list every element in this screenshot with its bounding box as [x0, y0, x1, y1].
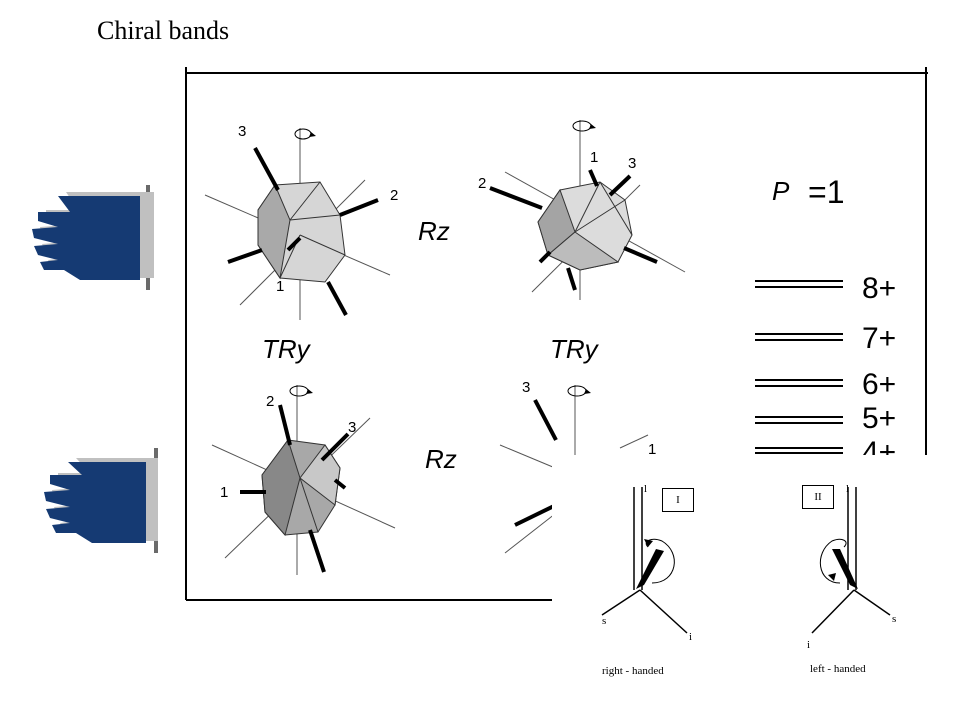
operator-rz-bottom: Rz: [425, 444, 457, 474]
axis-label-i-left: i: [689, 631, 693, 643]
level-label: 7+: [862, 322, 896, 355]
spin-arrow: [832, 549, 858, 589]
handedness-inset: I II l s i l i s right - handed left - h…: [552, 455, 960, 720]
axis-label-1: 1: [590, 149, 598, 166]
parity-value: =1: [808, 174, 844, 210]
axis-label-3: 3: [238, 123, 246, 140]
axis-label-3: 3: [628, 155, 636, 172]
left-hand-icon: [44, 448, 158, 553]
spin-arrow: [636, 549, 664, 589]
right-handed-system: [601, 487, 688, 634]
level-7plus: 7+: [755, 322, 896, 355]
caption-left-handed: left - handed: [810, 663, 866, 675]
caption-right-handed: right - handed: [602, 665, 664, 677]
axis-label-2: 2: [266, 393, 274, 410]
parity-symbol: P: [772, 176, 790, 206]
left-handed-system: [811, 487, 891, 634]
solid-top-left: 3 2 1: [204, 123, 398, 320]
solid-top-right: 2 1 3: [478, 120, 686, 300]
box-label-I: I: [662, 488, 694, 512]
level-scheme: 8+ 7+ 6+ 5+ 4+: [755, 272, 896, 469]
axis-label-s-right: s: [892, 613, 897, 625]
level-6plus: 6+: [755, 368, 896, 401]
axis-label-l-left: l: [644, 483, 648, 495]
operator-rz-top: Rz: [418, 216, 450, 246]
handedness-diagram: [601, 487, 891, 634]
operator-try-left: TRy: [262, 334, 312, 364]
axis-label-2: 2: [478, 175, 486, 192]
axis-label-3: 3: [522, 379, 530, 396]
level-label: 6+: [862, 368, 896, 401]
axis-label-s-left: s: [602, 615, 607, 627]
level-label: 5+: [862, 402, 896, 435]
solid-bottom-left: 2 3 1: [211, 385, 396, 575]
axis-label-2: 2: [390, 187, 398, 204]
level-label: 8+: [862, 272, 896, 305]
level-8plus: 8+: [755, 272, 896, 305]
axis-label-l-right: l: [846, 483, 850, 495]
slide-title: Chiral bands: [97, 16, 230, 45]
axis-label-1: 1: [276, 278, 284, 295]
operator-try-right: TRy: [550, 334, 600, 364]
axis-label-3: 3: [348, 419, 356, 436]
box-label-II: II: [802, 485, 834, 509]
axis-label-1: 1: [220, 484, 228, 501]
solid-bottom-right: 3 1: [499, 379, 656, 554]
axis-label-1: 1: [648, 441, 656, 458]
right-hand-icon: [32, 185, 154, 290]
axis-label-i-right: i: [807, 639, 811, 651]
level-5plus: 5+: [755, 402, 896, 435]
